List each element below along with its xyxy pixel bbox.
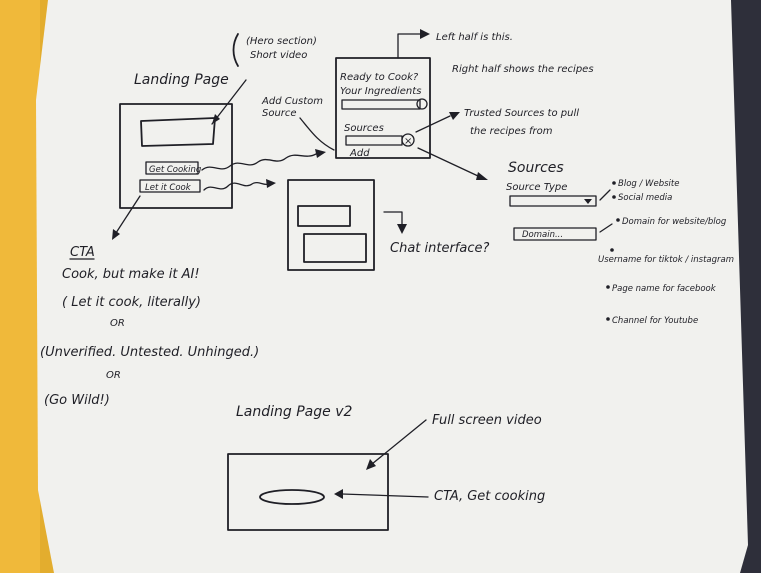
ingredients-add-icon — [416, 98, 428, 110]
source-type-option-1: Blog / Website — [618, 179, 679, 189]
source-type-arrow — [599, 189, 611, 201]
bullet-2 — [612, 195, 616, 199]
let-it-cook-button — [139, 179, 201, 193]
cta-ellipse — [259, 489, 325, 505]
cta-line-2: ( Let it cook, literally) — [62, 295, 201, 310]
domain-note-2: Username for tiktok / instagram — [598, 255, 734, 265]
paper-edge — [0, 0, 40, 573]
chat-arrow-head — [397, 224, 407, 234]
let-it-cook-button-label: Let it Cook — [145, 183, 192, 193]
bullet-4 — [610, 248, 614, 252]
trusted-sources-note-2: the recipes from — [470, 126, 553, 137]
ready-to-cook-label: Ready to Cook? — [340, 72, 419, 83]
trusted-sources-note-1: Trusted Sources to pull — [464, 108, 579, 119]
hero-section-note: (Hero section) — [246, 36, 317, 47]
chevron-down-icon — [584, 199, 592, 204]
domain-arrow — [599, 223, 613, 233]
sources-form-title: Sources — [508, 160, 564, 176]
chat-frame — [287, 179, 375, 271]
cta-arrow-head — [334, 489, 343, 499]
bullet-3 — [616, 218, 620, 222]
cta-line-3: (Unverified. Untested. Unhinged.) — [40, 345, 259, 360]
source-type-select — [509, 195, 597, 207]
landing-page-v2-frame — [227, 453, 389, 531]
landing-page-v2-title: Landing Page v2 — [236, 404, 352, 420]
source-type-option-2: Social media — [618, 193, 672, 203]
domain-note-1: Domain for website/blog — [622, 217, 727, 227]
paper — [36, 0, 748, 573]
source-type-label: Source Type — [506, 182, 567, 193]
domain-note-4: Channel for Youtube — [612, 316, 698, 326]
cta-line-4: (Go Wild!) — [44, 393, 110, 408]
landing-page-frame — [119, 103, 233, 209]
cta-or-2: OR — [106, 370, 121, 381]
domain-field-placeholder: Domain... — [522, 230, 563, 240]
add-custom-source-label-1: Add Custom — [261, 96, 323, 107]
chat-arrow — [383, 211, 403, 227]
hero-arrow — [211, 79, 247, 125]
cta-pointer-head — [112, 229, 120, 240]
full-screen-video-note: Full screen video — [432, 413, 542, 428]
add-custom-source-label-2: Source — [262, 108, 297, 119]
get-cooking-wavy-arrow — [201, 153, 317, 171]
right-half-note: Right half shows the recipes — [452, 64, 594, 75]
trusted-sources-arrow-head — [449, 112, 460, 120]
recipe-panel-frame — [335, 57, 431, 159]
cta-arrow — [341, 493, 429, 498]
sources-remove-glyph: × — [404, 136, 412, 147]
cta-or-1: OR — [110, 318, 125, 329]
let-it-cook-wavy-arrow — [203, 181, 269, 191]
hero-arrow-head — [212, 114, 220, 124]
sources-form-arrow — [417, 147, 479, 177]
add-label: Add — [349, 148, 370, 159]
landing-page-title: Landing Page — [134, 72, 229, 88]
get-cooking-arrow-head — [315, 149, 326, 158]
cta-get-cooking-note: CTA, Get cooking — [434, 489, 545, 504]
cta-heading: CTA — [70, 245, 95, 260]
get-cooking-button — [145, 161, 199, 175]
add-custom-source-arrow — [299, 117, 335, 151]
short-video-note: Short video — [250, 50, 307, 61]
hero-note-bracket — [232, 33, 239, 67]
chat-bubble-bottom — [303, 233, 367, 263]
bullet-1 — [612, 181, 616, 185]
bullet-6 — [606, 317, 610, 321]
hero-box — [140, 117, 216, 147]
full-screen-arrow-head — [366, 459, 376, 470]
sources-label: Sources — [344, 123, 384, 134]
left-half-note: Left half is this. — [436, 32, 513, 43]
chat-interface-label: Chat interface? — [390, 241, 489, 256]
domain-field — [513, 227, 597, 241]
full-screen-arrow — [371, 419, 427, 465]
let-it-cook-arrow-head — [266, 179, 276, 188]
ingredients-field — [341, 99, 421, 110]
your-ingredients-label: Your Ingredients — [340, 86, 421, 97]
cta-pointer-line — [113, 195, 141, 237]
trusted-sources-arrow — [415, 115, 451, 133]
sources-remove-icon — [401, 133, 415, 147]
get-cooking-button-label: Get Cooking — [149, 165, 202, 175]
chat-bubble-top — [297, 205, 351, 227]
left-half-arrow-head — [420, 29, 430, 39]
bullet-5 — [606, 285, 610, 289]
left-half-arrow — [397, 33, 421, 59]
cta-line-1: Cook, but make it AI! — [62, 267, 200, 282]
domain-note-3: Page name for facebook — [612, 284, 717, 294]
sources-form-arrow-head — [476, 172, 488, 180]
